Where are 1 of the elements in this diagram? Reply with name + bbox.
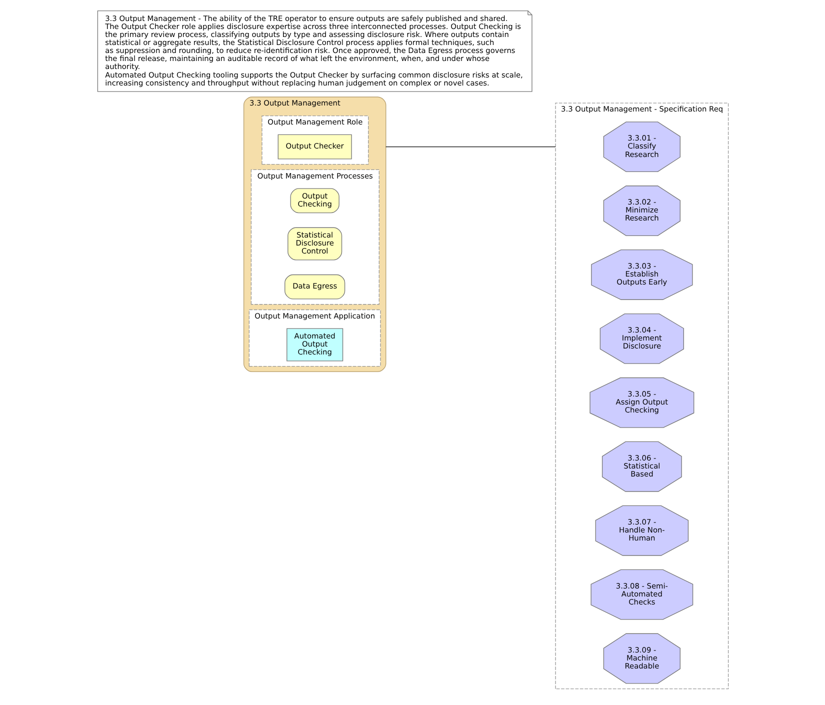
connector <box>385 146 556 148</box>
